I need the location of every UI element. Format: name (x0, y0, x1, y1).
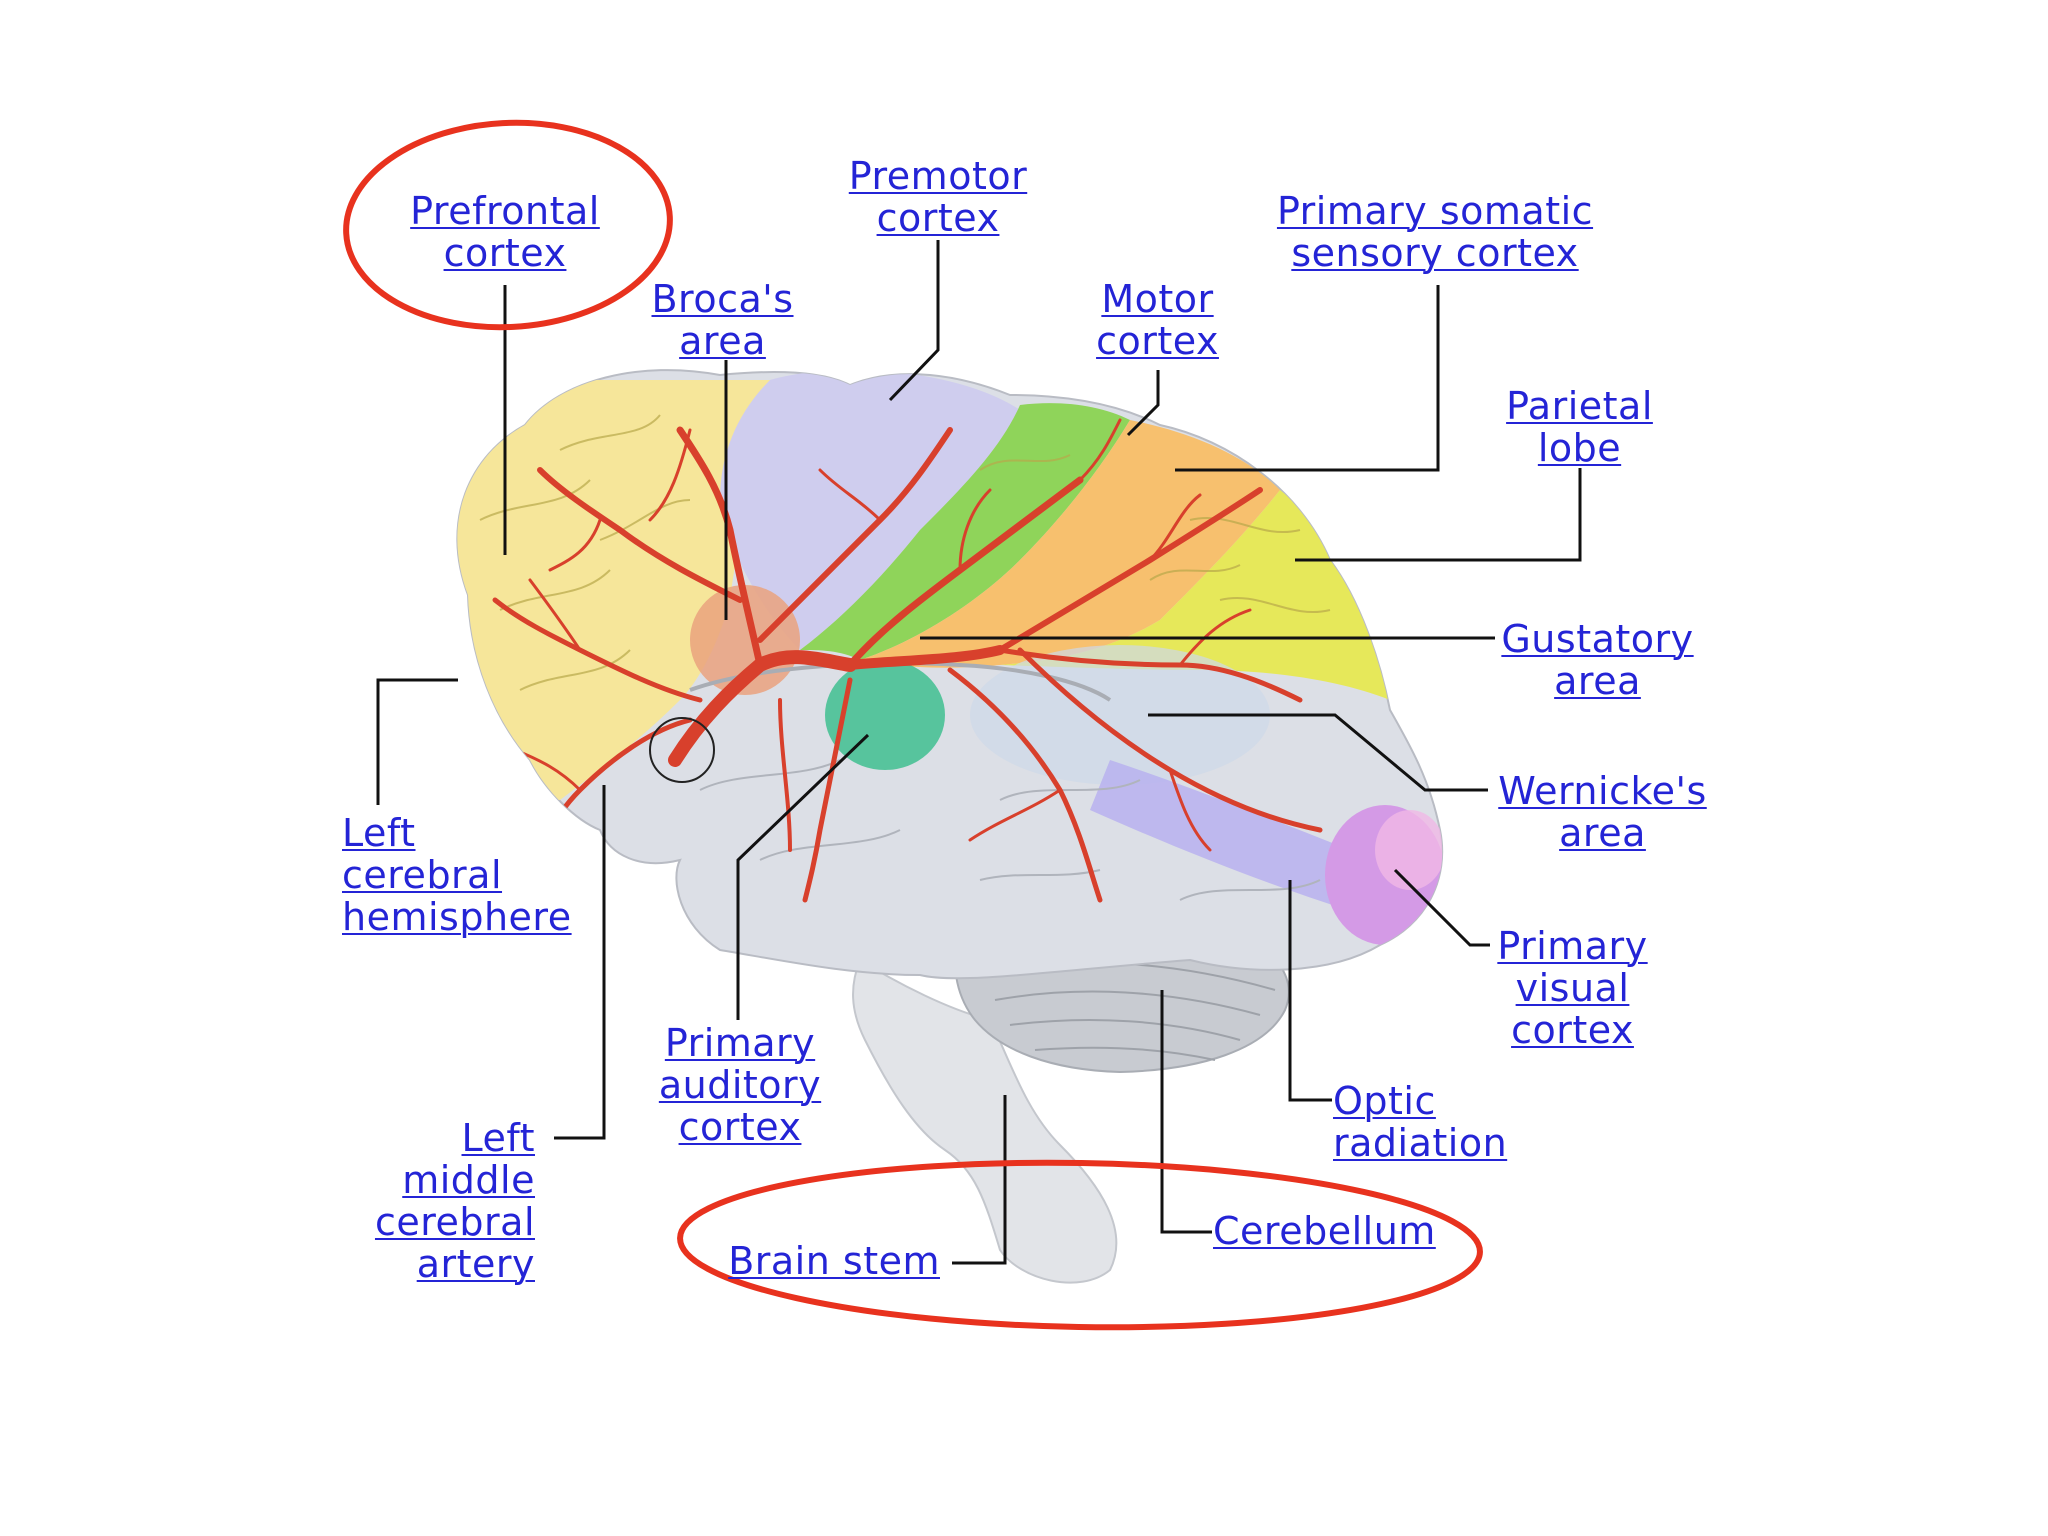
artery-origin-marker (649, 717, 715, 783)
leader-cerebellum (1160, 990, 1212, 1234)
highlight-ellipses (343, 119, 1483, 1331)
leader-brainstem (952, 1095, 1007, 1265)
label-brain-stem[interactable]: Brain stem (700, 1240, 940, 1282)
label-motor-cortex[interactable]: Motor cortex (1075, 278, 1240, 362)
leader-optic (1288, 880, 1332, 1102)
label-line: Wernicke's (1498, 769, 1707, 813)
leader-somatic (1175, 285, 1440, 472)
label-line: cortex (678, 1105, 802, 1149)
highlight-brainstem (677, 1159, 1483, 1331)
label-line: cerebral (374, 1200, 535, 1244)
label-wernickes-area[interactable]: Wernicke's area (1490, 770, 1715, 854)
parietal-region (1000, 490, 1390, 700)
label-line: Parietal (1506, 384, 1653, 428)
leader-left-hemisphere (376, 678, 458, 805)
label-line: artery (416, 1242, 535, 1286)
leader-left-artery (554, 785, 606, 1140)
label-line: Brain stem (728, 1239, 940, 1283)
label-line: Left (342, 811, 416, 855)
wernicke-region (970, 645, 1270, 785)
broca-region (690, 585, 800, 695)
label-line: Optic (1333, 1079, 1436, 1123)
leader-wernicke (1148, 713, 1488, 792)
label-primary-auditory-cortex[interactable]: Primary auditory cortex (650, 1022, 830, 1148)
label-line: visual (1515, 966, 1630, 1010)
prefrontal-region (457, 380, 780, 800)
label-line: middle (402, 1158, 535, 1202)
label-line: cortex (1511, 1008, 1634, 1052)
label-line: area (1559, 811, 1646, 855)
label-brocas-area[interactable]: Broca's area (630, 278, 815, 362)
label-line: Primary somatic (1276, 189, 1594, 233)
label-line: Prefrontal (410, 189, 600, 233)
label-cerebellum[interactable]: Cerebellum (1213, 1210, 1453, 1252)
leader-visual (1393, 868, 1490, 947)
gyri-texture (479, 414, 1331, 691)
leader-lines (376, 240, 1582, 1265)
label-line: area (1554, 659, 1641, 703)
label-prefrontal-cortex[interactable]: Prefrontal cortex (395, 190, 615, 274)
leader-premotor (888, 240, 940, 402)
label-line: Premotor (848, 154, 1028, 198)
leader-auditory (736, 733, 870, 1020)
label-optic-radiation[interactable]: Optic radiation (1333, 1080, 1553, 1164)
auditory-region (825, 660, 945, 770)
label-gustatory-area[interactable]: Gustatory area (1490, 618, 1705, 702)
somatic-sensory-region (860, 420, 1280, 668)
label-line: Gustatory (1501, 617, 1694, 661)
label-line: Cerebellum (1213, 1209, 1436, 1253)
label-line: radiation (1333, 1121, 1508, 1165)
label-line: Primary (1497, 924, 1648, 968)
label-line: Motor (1101, 277, 1214, 321)
leader-parietal (1295, 468, 1582, 562)
label-line: lobe (1537, 426, 1622, 470)
label-line: cortex (1096, 319, 1219, 363)
label-primary-visual-cortex[interactable]: Primary visual cortex (1490, 925, 1655, 1051)
label-primary-somatic-sensory-cortex[interactable]: Primary somatic sensory cortex (1265, 190, 1605, 274)
label-line: cortex (876, 196, 1000, 240)
label-line: Left (461, 1116, 535, 1160)
label-line: area (679, 319, 766, 363)
artery-branches (492, 418, 1323, 903)
label-line: auditory (658, 1063, 822, 1107)
label-premotor-cortex[interactable]: Premotor cortex (828, 155, 1048, 239)
label-left-middle-cerebral-artery[interactable]: Left middle cerebral artery (340, 1117, 535, 1285)
label-line: sensory cortex (1291, 231, 1579, 275)
label-line: cortex (443, 231, 567, 275)
label-parietal-lobe[interactable]: Parietal lobe (1472, 385, 1687, 469)
optic-radiation-region (1090, 760, 1400, 920)
label-line: Broca's (651, 277, 794, 321)
label-line: cerebral (342, 853, 503, 897)
label-line: Primary (664, 1021, 816, 1065)
highlight-prefrontal (343, 119, 673, 331)
label-left-cerebral-hemisphere[interactable]: Left cerebral hemisphere (342, 812, 592, 938)
leader-motor (1126, 370, 1160, 437)
label-line: hemisphere (342, 895, 572, 939)
